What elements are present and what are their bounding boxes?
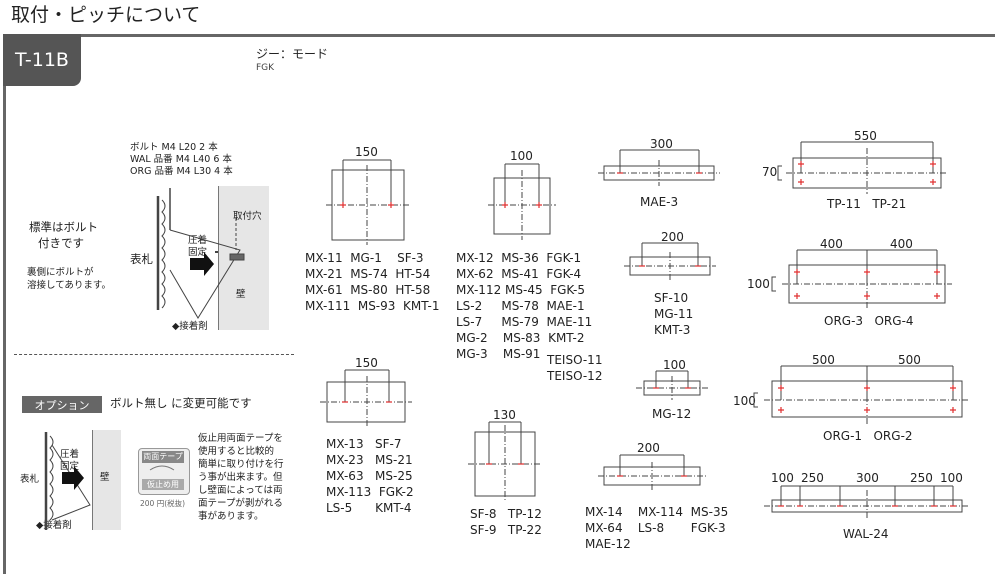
pitch-400-height: 100 [747,277,770,291]
p150b-models-4: MX-113 FGK-2 [326,485,414,499]
pitch-300-dim: 300 [650,137,673,151]
pitch-100a-dim: 100 [510,149,533,163]
stop-label: 仮止め用 [142,479,184,490]
p150a-models-2: MX-21 MS-74 HT-54 [305,267,431,281]
section-divider [14,354,294,355]
option-nameplate-label: 表札 [20,474,40,485]
p150a-models-1: MX-11 MG-1 SF-3 [305,251,424,265]
p100a-models-2: MX-62 MS-41 FGK-4 [456,267,582,281]
p150b-models-3: MX-63 MS-25 [326,469,413,483]
pitch-550-dim: 550 [854,129,877,143]
option-wall-label: 壁 [100,472,110,483]
p200b-models-1: MX-14 MX-114 MS-35 [585,505,729,519]
option-desc-7: 事があります。 [198,511,264,522]
tape-price: 200 円(税抜) [140,499,186,508]
standard-note-2: 溶接してあります。 [27,280,111,291]
p100a-models-3: MX-112 MS-45 FGK-5 [456,283,585,297]
pitch-150b-dim: 150 [355,356,378,370]
series-code: FGK [256,63,275,73]
nameplate-label: 表札 [130,252,153,266]
pitch-500-height: 100 [733,394,756,408]
pressure-label-2: 固定 [188,247,208,258]
hole-label: 取付穴 [233,211,262,222]
p100b-model: MG-12 [652,407,692,421]
p130-models-2: SF-9 TP-22 [470,523,542,537]
p200a-model-1: SF-10 [654,291,689,305]
standard-line-1: 標準はボルト [29,220,98,234]
pitch-400-dim-2: 400 [890,237,913,251]
p550-models: TP-11 TP-21 [827,197,907,211]
pitch-550-height: 70 [762,165,778,179]
pitch-200a-dim: 200 [661,230,684,244]
pitch-130-dim: 130 [493,408,516,422]
p150b-models-1: MX-13 SF-7 [326,437,402,451]
tape-label: 両面テープ [142,451,184,463]
option-text: ボルト無し に変更可能です [110,396,252,410]
p100a-models-6: MG-2 MS-83 KMT-2 [456,331,585,345]
page-title: 取付・ピッチについて [11,4,201,26]
adhesive-label: ◆接着剤 [172,321,208,332]
bolt-note-1: ボルト M4 L20 2 本 [130,142,218,153]
option-desc-2: 使用すると比較的 [198,446,275,457]
option-pressure-label-1: 圧着 [60,449,80,460]
option-desc-6: 面テープが剥がれる [198,498,283,509]
option-adhesive-label: ◆接着剤 [36,520,72,531]
series-name: ジー：モード [256,47,329,61]
wal-dim-3: 300 [856,471,879,485]
p150b-models-5: LS-5 KMT-4 [326,501,412,515]
wal-dim-4: 250 [910,471,933,485]
option-desc-4: う事が出来ます。但 [198,472,283,483]
pitch-500-dim-2: 500 [898,353,921,367]
standard-line-2: 付きです [38,236,84,250]
option-wall-graphic [92,430,121,530]
option-desc-1: 仮止用両面テープを [198,433,283,444]
option-desc-5: し壁面によっては両 [198,485,283,496]
pitch-100b-dim: 100 [663,358,686,372]
wal-dim-1: 100 [771,471,794,485]
wall-label: 壁 [236,289,246,300]
p130-models-1: SF-8 TP-12 [470,507,542,521]
p100a-extra-2: TEISO-12 [547,369,603,383]
p100a-models-1: MX-12 MS-36 FGK-1 [456,251,582,265]
pitch-150a-dim: 150 [355,145,378,159]
model-badge: T-11B [3,34,81,86]
pressure-label-1: 圧着 [188,235,208,246]
option-badge: オプション [22,396,102,413]
standard-note-1: 裏側にボルトが [27,267,94,278]
p100a-models-5: LS-7 MS-79 MAE-11 [456,315,593,329]
pitch-400-dim-1: 400 [820,237,843,251]
wal-dim-5: 100 [940,471,963,485]
bolt-note-2: WAL 品番 M4 L40 6 本 [130,154,232,165]
wal-models: WAL-24 [843,527,889,541]
p200b-models-3: MAE-12 [585,537,631,551]
p100a-models-4: LS-2 MS-78 MAE-1 [456,299,585,313]
pitch-200b-dim: 200 [637,441,660,455]
p500-models: ORG-1 ORG-2 [823,429,913,443]
p200a-model-3: KMT-3 [654,323,691,337]
p200a-model-2: MG-11 [654,307,694,321]
p400-models: ORG-3 ORG-4 [824,314,914,328]
p300-model: MAE-3 [640,195,679,209]
p150a-models-3: MX-61 MS-80 HT-58 [305,283,431,297]
option-desc-3: 簡単に取り付けを行 [198,459,284,470]
content-frame [3,34,995,574]
p150b-models-2: MX-23 MS-21 [326,453,413,467]
p200b-models-2: MX-64 LS-8 FGK-3 [585,521,726,535]
p100a-extra-1: TEISO-11 [547,353,603,367]
pitch-500-dim-1: 500 [812,353,835,367]
option-pressure-label-2: 固定 [60,461,80,472]
p150a-models-4: MX-111 MS-93 KMT-1 [305,299,440,313]
wal-dim-2: 250 [801,471,824,485]
p100a-models-7: MG-3 MS-91 [456,347,541,361]
bolt-note-3: ORG 品番 M4 L30 4 本 [130,166,233,177]
